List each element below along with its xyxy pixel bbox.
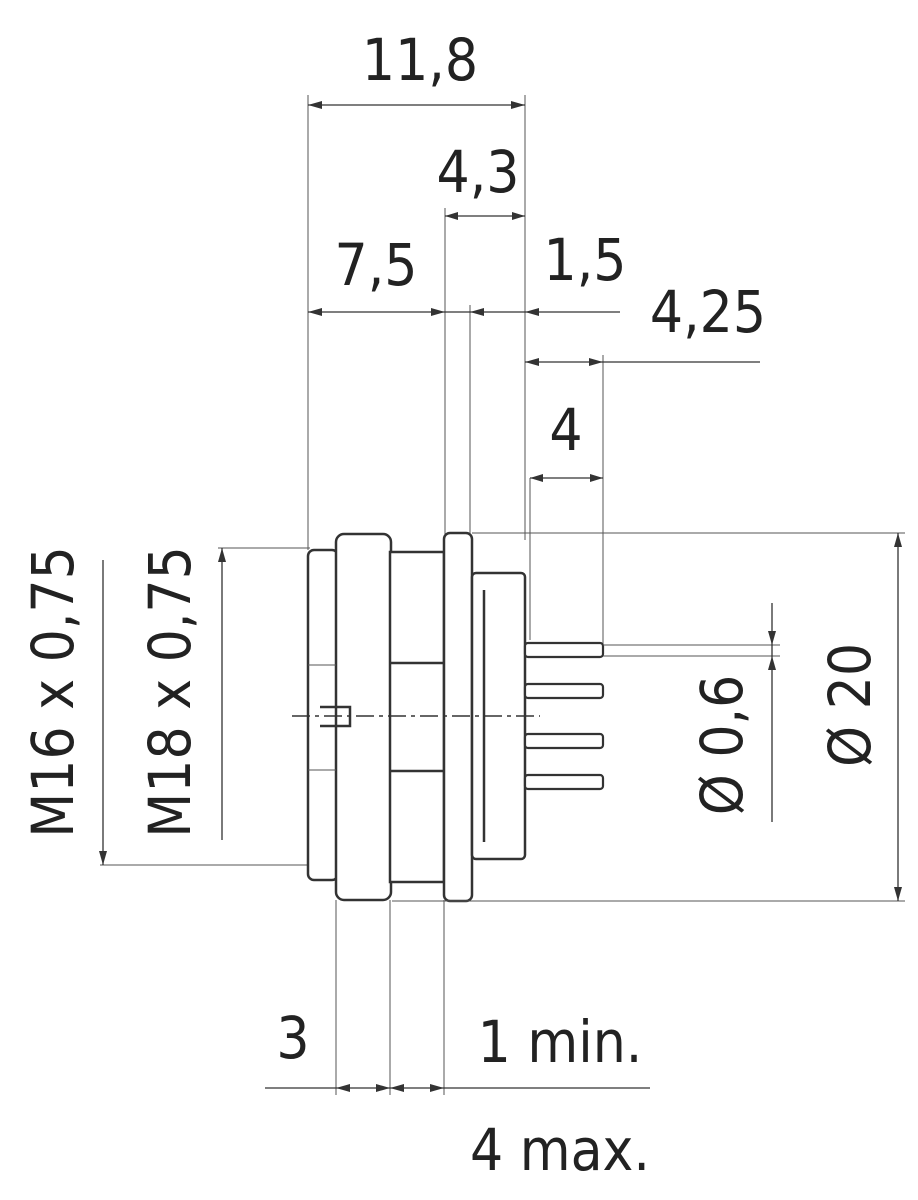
dim-label-4: 4 [549, 396, 582, 464]
dim-label-m16: M16 x 0,75 [19, 546, 87, 838]
dim-label-m18: M18 x 0,75 [136, 546, 204, 838]
dimension-m18: M18 x 0,75 [136, 546, 310, 840]
dim-label-4-25: 4,25 [650, 278, 766, 346]
dimension-11-8: 11,8 [308, 26, 525, 109]
dim-label-7-5: 7,5 [335, 231, 418, 299]
dimension-3-and-1-min: 3 1 min. 4 max. [265, 1004, 650, 1184]
extension-lines-top [307, 95, 604, 648]
coupling-nut [334, 532, 393, 902]
dimension-4: 4 [529, 396, 603, 640]
pin-3 [523, 732, 605, 750]
dim-label-4-max: 4 max. [470, 1116, 650, 1184]
dim-label-1-5: 1,5 [544, 226, 627, 294]
front-sleeve [306, 548, 340, 882]
dim-label-pin-diameter: Ø 0,6 [688, 675, 756, 816]
dim-label-4-3: 4,3 [437, 138, 520, 206]
pins [523, 641, 780, 791]
dim-label-1-min: 1 min. [478, 1008, 643, 1076]
dimension-m16: M16 x 0,75 [19, 546, 335, 866]
hex-section [388, 550, 446, 884]
flange [442, 531, 474, 903]
dimension-pin-diameter: Ø 0,6 [688, 603, 776, 822]
connector-body [306, 531, 527, 903]
pin-1 [523, 641, 605, 659]
dim-label-11-8: 11,8 [362, 26, 478, 94]
pin-2 [523, 682, 605, 700]
extension-lines-bottom [335, 900, 445, 1095]
pin-4 [523, 773, 605, 791]
dimension-4-3: 4,3 [437, 138, 525, 220]
dim-label-body-diameter: Ø 20 [816, 643, 884, 767]
dim-label-3: 3 [276, 1004, 309, 1072]
dimension-4-25: 4,25 [525, 278, 766, 366]
dimension-body-diameter: Ø 20 [392, 532, 905, 902]
dimension-7-5-and-1-5: 7,5 1,5 [308, 226, 626, 316]
